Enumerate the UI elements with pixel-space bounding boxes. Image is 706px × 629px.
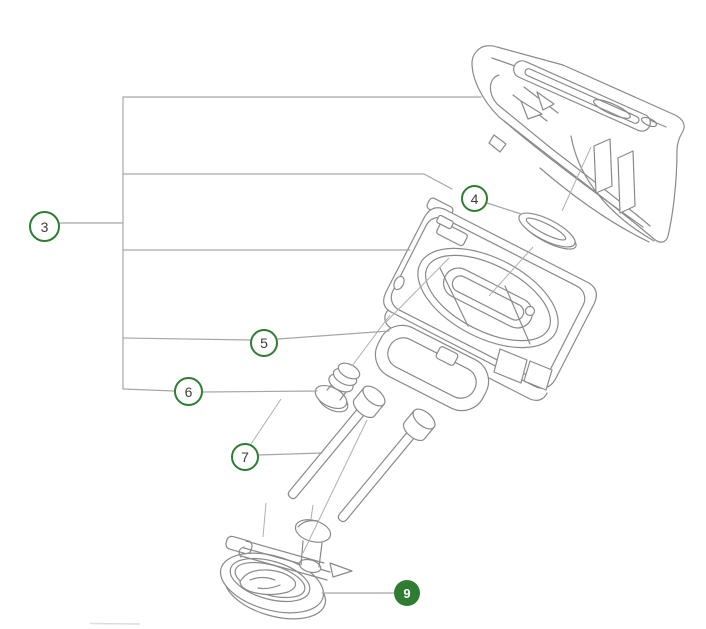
callout-9-selected[interactable]: 9 xyxy=(394,580,420,606)
callout-5[interactable]: 5 xyxy=(250,329,278,357)
callout-6[interactable]: 6 xyxy=(174,377,203,406)
part-seal-drawing xyxy=(518,212,577,250)
callout-5-label: 5 xyxy=(260,335,268,351)
part-bolts-drawing xyxy=(287,385,436,523)
callout-3-label: 3 xyxy=(40,218,49,235)
part-cover-drawing xyxy=(471,45,685,243)
assembly-axis-lines xyxy=(248,146,592,554)
callout-4-label: 4 xyxy=(470,190,479,207)
callout-leader-lines xyxy=(59,96,522,594)
part-base-drawing xyxy=(219,519,353,620)
part-gasket-drawing xyxy=(374,324,490,412)
callout-7[interactable]: 7 xyxy=(231,443,259,471)
callout-6-label: 6 xyxy=(184,383,193,400)
callout-9-label: 9 xyxy=(403,585,411,601)
callout-7-label: 7 xyxy=(241,449,249,465)
part-holder-drawing xyxy=(383,197,597,401)
callout-4[interactable]: 4 xyxy=(461,185,488,212)
part-grommet-drawing xyxy=(314,362,361,413)
callout-3[interactable]: 3 xyxy=(29,211,60,242)
faint-edge-line xyxy=(89,622,141,625)
